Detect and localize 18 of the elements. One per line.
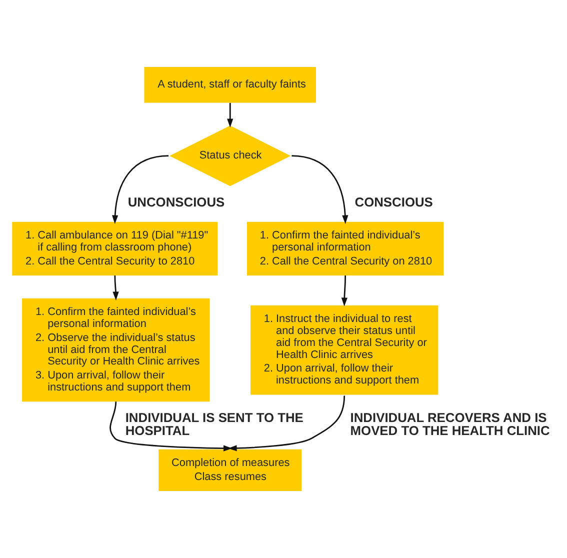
node-box: Completion of measures Class resumes (158, 449, 302, 492)
arrow (112, 276, 119, 300)
node-box: 1. Confirm the fainted individual’s personal information 2. Observe the individual’s status until aid from the Central Security or Health Clinic arrives 3. Upon arrival, follow their instructions and support them (22, 298, 210, 402)
edge-label: INDIVIDUAL IS SENT TO THE HOSPITAL (125, 410, 304, 438)
arrow (292, 155, 348, 224)
arrow (110, 402, 232, 452)
node-box: 1. Call ambulance on 119 (Dial "#119" if calling from classroom phone) 2. Call the Central Security to 2810 (12, 222, 218, 276)
arrow (227, 102, 234, 128)
edge-label: INDIVIDUAL RECOVERS AND IS MOVED TO THE HEALTH CLINIC (350, 410, 550, 438)
node-diamond: Status check (170, 126, 291, 186)
arrow (341, 276, 348, 306)
node-box: A student, staff or faculty faints (144, 66, 316, 103)
arrow (112, 155, 169, 224)
arrow (228, 396, 346, 452)
node-box: 1. Instruct the individual to rest and observe their status until aid from the Central Security or Health Clinic arrives 2. Upon arrival, follow their instructions and support them (250, 305, 438, 395)
node-box: 1. Confirm the fainted individual’s personal information 2. Call the Central Security on 2810 (247, 222, 444, 276)
edge-label: UNCONSCIOUS (128, 194, 225, 210)
edge-label: CONSCIOUS (354, 194, 433, 210)
